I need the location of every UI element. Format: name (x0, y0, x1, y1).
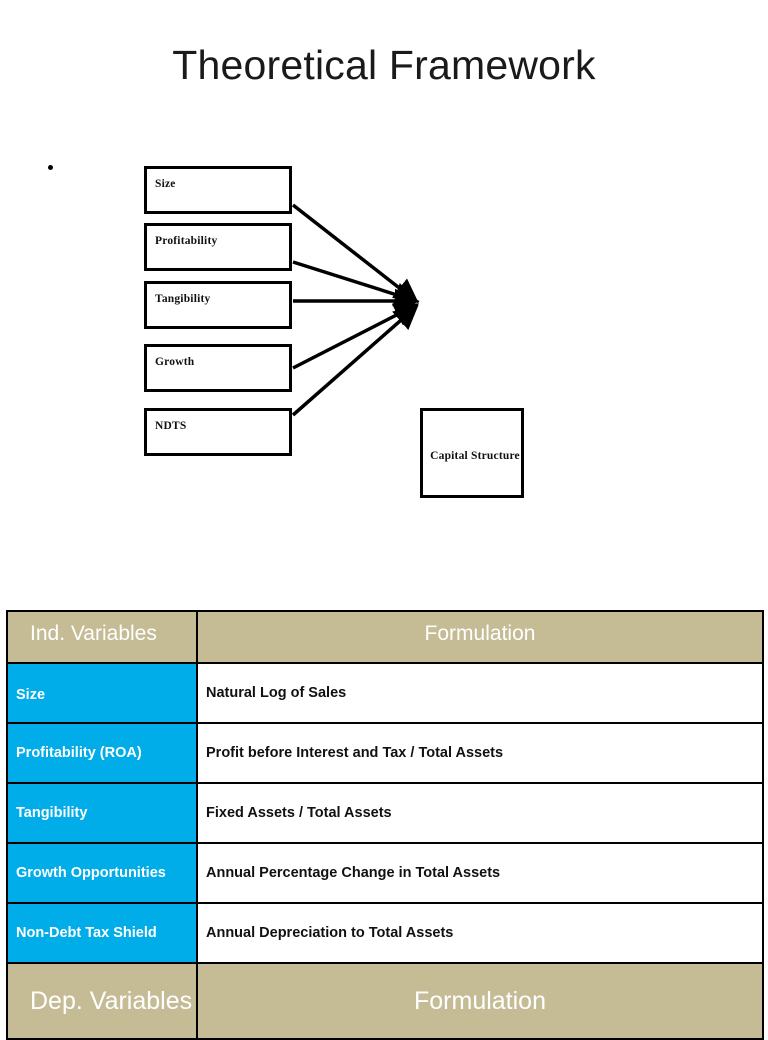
table-header-row-independent: Ind. Variables Formulation (6, 610, 764, 664)
table-cell-formulation-ndts: Annual Depreciation to Total Assets (196, 902, 764, 964)
table-cell-variable-size: Size (6, 662, 198, 724)
table-cell-variable-ndts: Non-Debt Tax Shield (6, 902, 198, 964)
header-formulation-bottom-label: Formulation (414, 986, 546, 1015)
diagram-arrows (291, 203, 420, 417)
diagram-box-tangibility: Tangibility (144, 281, 292, 329)
header-cell-dep-variables: Dep. Variables (6, 962, 198, 1040)
diagram-box-tangibility-label: Tangibility (155, 293, 211, 305)
table-header-row-dependent: Dep. Variables Formulation (6, 962, 764, 1040)
arrow-profitability-to-capital-structure (292, 260, 420, 307)
table-cell-formulation-growth: Annual Percentage Change in Total Assets (196, 842, 764, 904)
arrow-size-to-capital-structure (291, 203, 419, 304)
diagram-box-ndts-label: NDTS (155, 420, 187, 432)
diagram-box-ndts: NDTS (144, 408, 292, 456)
diagram-box-capital-structure-label: Capital Structure (430, 450, 520, 462)
header-dep-variables-label: Dep. Variables (30, 986, 193, 1015)
diagram-box-capital-structure: Capital Structure (420, 408, 524, 498)
table-cell-formulation-size: Natural Log of Sales (196, 662, 764, 724)
framework-diagram: Size Profitability Tangibility Growth ND… (0, 150, 768, 498)
diagram-box-size-label: Size (155, 178, 176, 190)
table-row: Profitability (ROA) Profit before Intere… (6, 722, 764, 784)
formulation-size-value: Natural Log of Sales (206, 685, 347, 701)
variable-ndts-label: Non-Debt Tax Shield (16, 925, 157, 941)
page-title: Theoretical Framework (172, 42, 596, 88)
variables-table: Ind. Variables Formulation Size Natural … (6, 610, 764, 1040)
table-cell-variable-tangibility: Tangibility (6, 782, 198, 844)
header-cell-formulation-top: Formulation (196, 610, 764, 664)
formulation-profitability-value: Profit before Interest and Tax / Total A… (206, 745, 504, 761)
arrow-growth-to-capital-structure (292, 303, 420, 370)
diagram-box-profitability: Profitability (144, 223, 292, 271)
diagram-box-growth: Growth (144, 344, 292, 392)
table-cell-variable-growth: Growth Opportunities (6, 842, 198, 904)
diagram-box-profitability-label: Profitability (155, 235, 218, 247)
table-row: Non-Debt Tax Shield Annual Depreciation … (6, 902, 764, 964)
diagram-box-size: Size (144, 166, 292, 214)
diagram-box-growth-label: Growth (155, 356, 195, 368)
header-formulation-top-label: Formulation (424, 622, 536, 645)
variable-profitability-label: Profitability (ROA) (16, 745, 142, 761)
header-ind-variables-label: Ind. Variables (30, 622, 157, 645)
variable-size-label: Size (16, 687, 46, 703)
table-cell-variable-profitability: Profitability (ROA) (6, 722, 198, 784)
table-row: Tangibility Fixed Assets / Total Assets (6, 782, 764, 844)
formulation-ndts-value: Annual Depreciation to Total Assets (206, 925, 454, 941)
table-cell-formulation-tangibility: Fixed Assets / Total Assets (196, 782, 764, 844)
table-row: Size Natural Log of Sales (6, 662, 764, 724)
header-cell-ind-variables: Ind. Variables (6, 610, 198, 664)
formulation-growth-value: Annual Percentage Change in Total Assets (206, 865, 501, 881)
formulation-tangibility-value: Fixed Assets / Total Assets (206, 805, 392, 821)
arrow-ndts-to-capital-structure (291, 304, 419, 417)
variable-growth-label: Growth Opportunities (16, 865, 166, 881)
variable-tangibility-label: Tangibility (16, 805, 88, 821)
bullet-marker-icon (48, 165, 53, 170)
header-cell-formulation-bottom: Formulation (196, 962, 764, 1040)
table-row: Growth Opportunities Annual Percentage C… (6, 842, 764, 904)
table-cell-formulation-profitability: Profit before Interest and Tax / Total A… (196, 722, 764, 784)
